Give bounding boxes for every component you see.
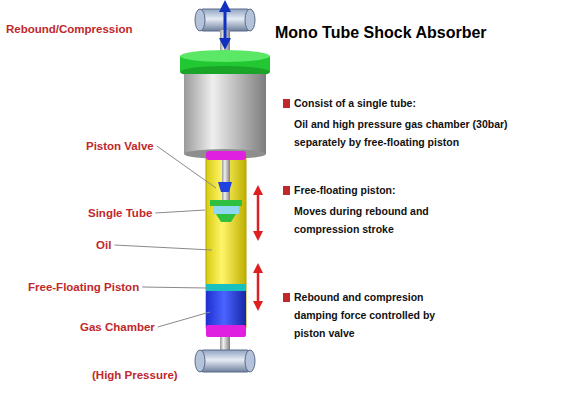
leader-line [155, 210, 205, 213]
bullet-square [283, 293, 290, 302]
gas-chamber [206, 291, 246, 327]
motion-arrow [257, 268, 260, 306]
bullet-square [283, 186, 290, 195]
dust-cover [184, 74, 266, 159]
part-label: Oil [96, 236, 111, 254]
note-heading: Free-floating piston: [294, 181, 396, 199]
travel-arrow [224, 6, 227, 44]
tube-seal [206, 151, 246, 160]
part-label: Piston Valve [86, 137, 154, 155]
leader-line [157, 146, 216, 188]
leader-line [114, 245, 212, 250]
note-heading: Consist of a single tube: [294, 94, 416, 112]
part-label: Rebound/Compression [6, 20, 133, 38]
part-label: Free-Floating Piston [28, 278, 139, 296]
note-text: Oil and high pressure gas chamber (30bar… [294, 115, 549, 151]
single-tube [206, 158, 246, 328]
title: Mono Tube Shock Absorber [275, 24, 487, 42]
upper-collar [180, 50, 270, 78]
tube-end-cap [206, 325, 246, 337]
bullet-square [283, 99, 290, 108]
part-label: (High Pressure) [92, 366, 178, 384]
motion-arrow [257, 190, 260, 236]
leader-line [158, 312, 210, 327]
note-text: Rebound and compresion damping force con… [294, 288, 464, 342]
piston-rod [222, 160, 230, 202]
note-text: Moves during rebound and compression str… [294, 202, 459, 238]
free-floating-piston [206, 284, 246, 291]
part-label: Single Tube [88, 204, 152, 222]
lower-stem [220, 337, 230, 351]
leader-line [142, 287, 207, 288]
part-label: Gas Chamber [80, 318, 155, 336]
piston-valve [210, 182, 242, 222]
bottom-mount-eye [195, 350, 255, 372]
